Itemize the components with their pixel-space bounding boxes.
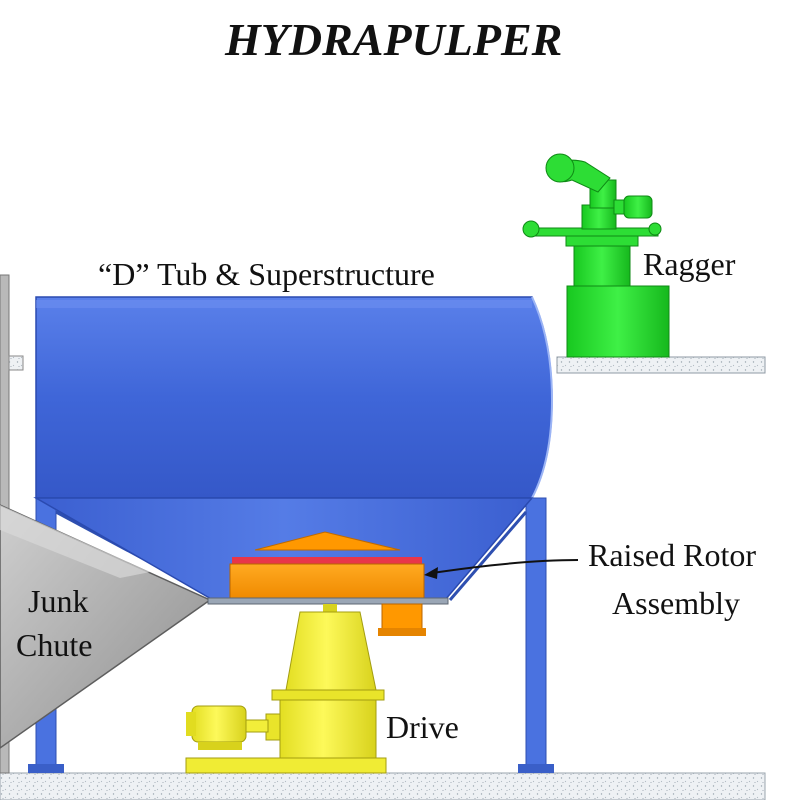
rotor-band — [232, 557, 422, 564]
rotor-plate — [207, 597, 449, 605]
tub-label: “D” Tub & Superstructure — [98, 256, 435, 292]
rotor-body — [229, 563, 425, 599]
wall-bracket — [8, 355, 24, 371]
drive-label: Drive — [386, 709, 459, 745]
gearbox — [279, 699, 377, 761]
page-title: HYDRAPULPER — [224, 14, 562, 65]
junk-chute-label-line1: Junk — [28, 583, 88, 619]
rotor-label-line1: Raised Rotor — [588, 537, 756, 573]
junk-chute-label-line2: Chute — [16, 627, 92, 663]
drive-unit — [185, 604, 387, 774]
title-mask — [0, 14, 215, 54]
floor-slab — [0, 772, 766, 800]
rotor-label-line2: Assembly — [612, 585, 740, 621]
d-tub — [33, 296, 554, 602]
bearing-housing — [381, 603, 423, 633]
drive-motor — [191, 705, 247, 743]
junk-chute — [0, 504, 212, 749]
ragger-label: Ragger — [643, 246, 736, 282]
drive-base — [185, 757, 387, 774]
rotor-pointer-arrow — [424, 559, 579, 579]
ragger-platform — [556, 356, 766, 374]
ragger-unit — [522, 153, 670, 358]
raised-rotor-assembly — [207, 531, 449, 636]
